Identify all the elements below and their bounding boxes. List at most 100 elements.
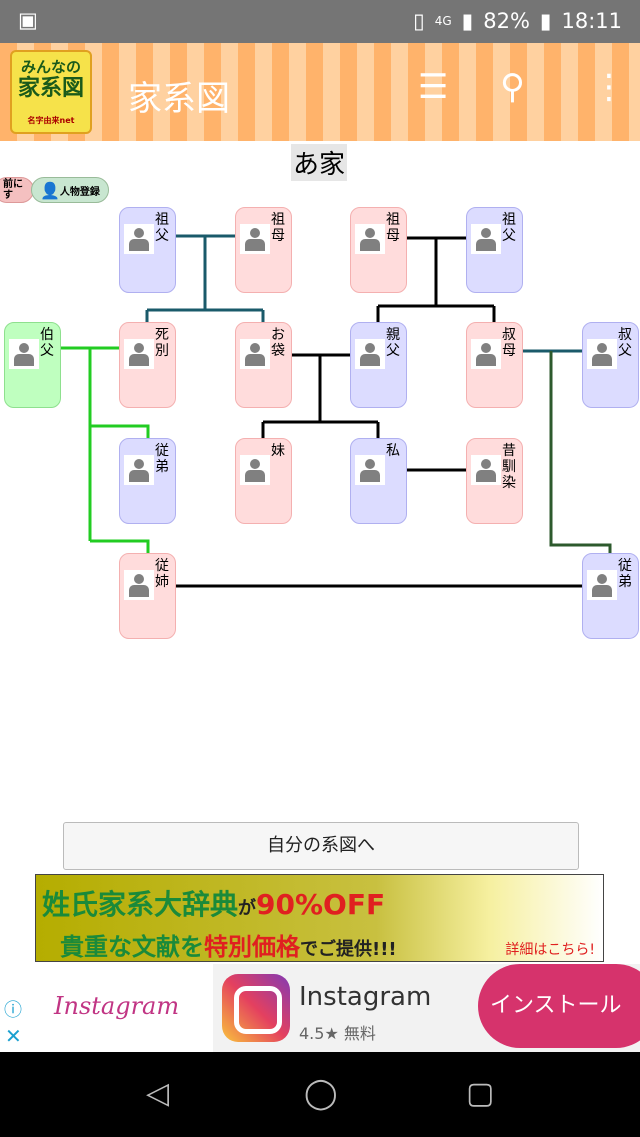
app-title: 家系図 <box>128 79 230 119</box>
person-card[interactable]: 叔父 <box>582 322 639 408</box>
status-bar: ▣ ▯ 4G ▮ 82% ▮ 18:11 <box>0 0 640 43</box>
ad-rating: 4.5★ 無料 <box>299 1024 376 1043</box>
home-nav-icon[interactable]: ◯ <box>304 1076 338 1111</box>
no-image-icon <box>124 455 154 485</box>
banner-line2: 貴重な文献を特別価格でご提供!!! <box>60 927 397 962</box>
back-nav-icon[interactable]: ◁ <box>146 1076 170 1111</box>
person-icon: 👤 <box>40 180 60 200</box>
register-person-button[interactable]: 👤人物登録 <box>31 177 109 203</box>
person-label: 叔父 <box>618 327 632 359</box>
person-card[interactable]: 祖母 <box>235 207 292 293</box>
no-image-icon <box>355 339 385 369</box>
network-type: 4G <box>434 14 452 28</box>
no-image-icon <box>471 455 501 485</box>
person-label: 従弟 <box>155 443 169 475</box>
logo-sub: 名字由来net <box>27 116 75 125</box>
vibrate-icon: ▯ <box>413 9 425 33</box>
logo-top: みんなの <box>20 58 81 76</box>
person-card[interactable]: 伯父 <box>4 322 61 408</box>
b-l2c: でご提供!!! <box>300 939 397 960</box>
person-card[interactable]: 祖母 <box>350 207 407 293</box>
b-l2b: 特別価格 <box>204 933 300 961</box>
clock: 18:11 <box>561 9 622 33</box>
person-card[interactable]: 従弟 <box>119 438 176 524</box>
person-card[interactable]: お袋 <box>235 322 292 408</box>
no-image-icon <box>240 455 270 485</box>
person-label: 親父 <box>386 327 400 359</box>
person-label: 従弟 <box>618 558 632 590</box>
no-image-icon <box>240 224 270 254</box>
banner-line1: 姓氏家系大辞典が90%OFF <box>42 883 385 923</box>
no-image-icon <box>124 224 154 254</box>
signal-icon: ▮ <box>461 9 474 33</box>
back-button[interactable]: 前にす <box>0 177 34 203</box>
app-logo[interactable]: みんなの 家系図 名字由来net <box>10 50 92 134</box>
banner-details: 詳細はこちら! <box>505 942 595 958</box>
no-image-icon <box>587 339 617 369</box>
no-image-icon <box>9 339 39 369</box>
no-image-icon <box>355 455 385 485</box>
person-card[interactable]: 昔馴染 <box>466 438 523 524</box>
no-image-icon <box>587 570 617 600</box>
person-card[interactable]: 従姉 <box>119 553 176 639</box>
line-parents <box>261 353 380 438</box>
b-l2a: 貴重な文献を <box>60 933 204 961</box>
my-tree-button[interactable]: 自分の系図へ <box>63 822 579 870</box>
battery-icon: ▮ <box>539 9 552 33</box>
person-card[interactable]: 私 <box>350 438 407 524</box>
list-icon[interactable]: ☰ <box>418 67 449 107</box>
person-label: 私 <box>386 443 400 459</box>
instagram-icon <box>222 974 290 1042</box>
register-label: 人物登録 <box>59 186 100 198</box>
info-icon[interactable]: ⓘ <box>4 1000 22 1021</box>
person-label: 祖父 <box>502 212 516 244</box>
back-label: 前にす <box>3 179 23 201</box>
person-label: 死別 <box>155 327 169 359</box>
person-card[interactable]: 死別 <box>119 322 176 408</box>
line-aunt-child <box>549 351 612 553</box>
ad-app-name: Instagram <box>299 982 432 1012</box>
person-search-icon[interactable]: ⚲ <box>500 67 525 107</box>
app-bar: みんなの 家系図 名字由来net 家系図 ☰ ⚲ ⋮ <box>0 43 640 141</box>
ad-banner[interactable]: 姓氏家系大辞典が90%OFF 貴重な文献を特別価格でご提供!!! 詳細はこちら! <box>35 874 604 962</box>
close-icon[interactable]: ✕ <box>5 1024 22 1048</box>
ad-brand: Instagram <box>54 992 180 1020</box>
person-card[interactable]: 妹 <box>235 438 292 524</box>
line-grandparents-left <box>145 234 265 322</box>
recents-nav-icon[interactable]: ▢ <box>466 1076 495 1111</box>
install-button[interactable]: インストール <box>478 964 640 1048</box>
line-uncle-children <box>60 346 150 553</box>
person-label: 妹 <box>271 443 285 459</box>
nav-bar: ◁ ◯ ▢ <box>0 1052 640 1137</box>
person-label: 祖母 <box>271 212 285 244</box>
b-l1a: 姓氏家系大辞典 <box>42 888 239 921</box>
person-card[interactable]: 祖父 <box>466 207 523 293</box>
line-grandparents-right <box>376 236 496 322</box>
app-install-ad[interactable]: ⓘ ✕ Instagram Instagram 4.5★ 無料 インストール <box>0 964 640 1052</box>
no-image-icon <box>240 339 270 369</box>
person-label: お袋 <box>271 327 285 359</box>
more-vert-icon[interactable]: ⋮ <box>592 67 626 107</box>
no-image-icon <box>471 339 501 369</box>
person-label: 祖母 <box>386 212 400 244</box>
no-image-icon <box>124 339 154 369</box>
ad-left: ⓘ ✕ Instagram <box>0 964 213 1052</box>
logo-main: 家系図 <box>17 76 84 101</box>
person-card[interactable]: 祖父 <box>119 207 176 293</box>
b-l1c: 90%OFF <box>256 888 386 921</box>
family-name: あ家 <box>291 144 348 181</box>
b-l1b: が <box>238 898 257 919</box>
image-icon: ▣ <box>18 8 38 32</box>
no-image-icon <box>471 224 501 254</box>
no-image-icon <box>355 224 385 254</box>
person-card[interactable]: 親父 <box>350 322 407 408</box>
person-label: 従姉 <box>155 558 169 590</box>
person-card[interactable]: 従弟 <box>582 553 639 639</box>
person-label: 叔母 <box>502 327 516 359</box>
person-label: 昔馴染 <box>502 443 516 491</box>
person-card[interactable]: 叔母 <box>466 322 523 408</box>
person-label: 祖父 <box>155 212 169 244</box>
no-image-icon <box>124 570 154 600</box>
tree-lines <box>60 234 612 588</box>
person-label: 伯父 <box>40 327 54 359</box>
